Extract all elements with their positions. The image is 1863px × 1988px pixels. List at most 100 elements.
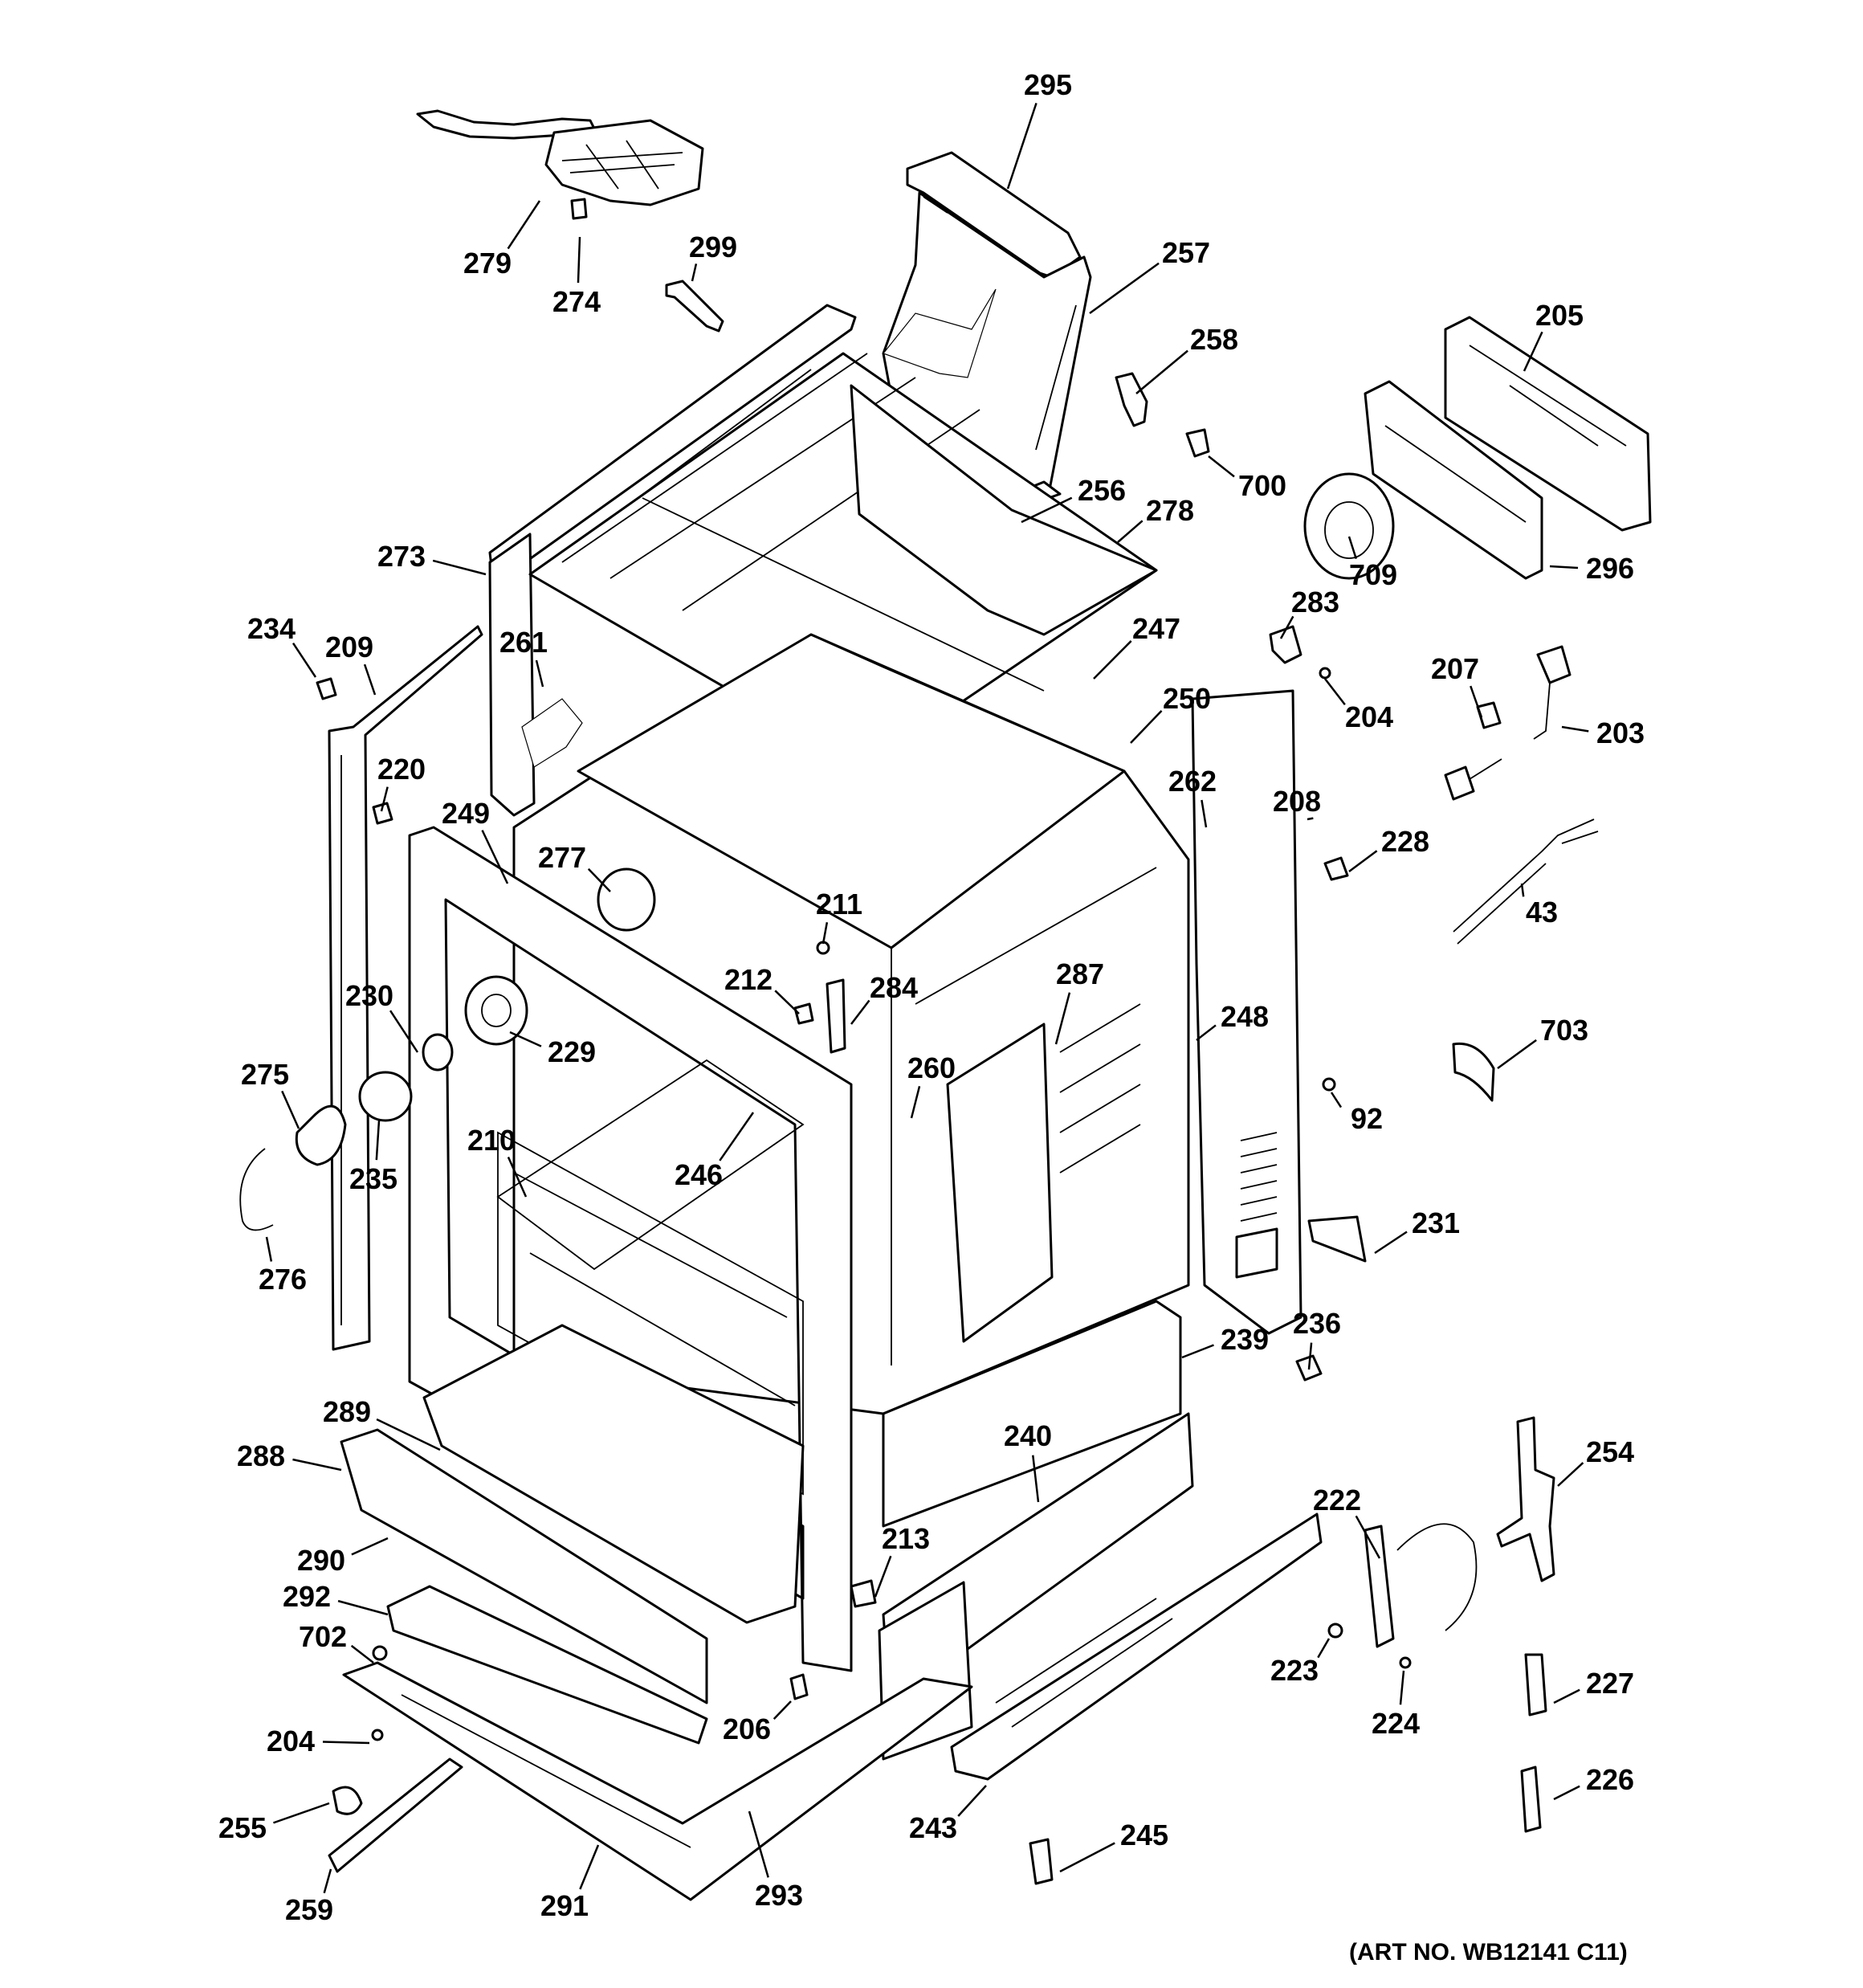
- door-latch-part: [416, 109, 704, 220]
- bottom-panels-part: [328, 1324, 973, 1901]
- callout-224: 224: [1372, 1707, 1420, 1740]
- callout-261: 261: [499, 626, 548, 659]
- leader-283: [1279, 615, 1294, 639]
- leader-203: [1561, 725, 1589, 733]
- leader-204b: [322, 1741, 370, 1745]
- leader-702: [350, 1644, 374, 1663]
- leader-275: [281, 1090, 300, 1129]
- callout-205: 205: [1535, 299, 1584, 332]
- leader-260: [910, 1085, 921, 1119]
- callout-284: 284: [870, 971, 918, 1004]
- callout-223: 223: [1270, 1654, 1319, 1687]
- callout-203: 203: [1596, 716, 1645, 749]
- leader-228: [1348, 850, 1378, 873]
- callout-709: 709: [1349, 558, 1397, 591]
- callout-291: 291: [540, 1889, 589, 1922]
- callout-231: 231: [1412, 1206, 1460, 1239]
- leader-279: [507, 200, 541, 250]
- leader-273: [432, 559, 487, 576]
- callout-259: 259: [285, 1893, 333, 1926]
- callout-296: 296: [1586, 552, 1634, 585]
- callout-245: 245: [1120, 1819, 1168, 1851]
- callout-279: 279: [463, 247, 512, 280]
- callout-255: 255: [218, 1811, 267, 1844]
- leader-254: [1557, 1462, 1584, 1487]
- leader-293: [748, 1810, 769, 1878]
- right-hardware-part: [1295, 1042, 1495, 1382]
- burner-ring-part: [1303, 472, 1395, 580]
- leader-261: [535, 659, 544, 688]
- callout-211: 211: [816, 888, 862, 921]
- small-fasteners-part: [793, 941, 846, 1054]
- leader-245: [1059, 1842, 1115, 1873]
- leader-240: [1032, 1455, 1040, 1503]
- callout-92: 92: [1351, 1102, 1383, 1135]
- leader-290: [351, 1537, 389, 1556]
- callout-43: 43: [1526, 896, 1558, 929]
- leader-299: [691, 263, 698, 282]
- callout-289: 289: [323, 1395, 371, 1428]
- leader-213: [874, 1555, 892, 1598]
- callout-leaders: [265, 102, 1589, 1894]
- leader-709: [1347, 536, 1357, 560]
- callout-240: 240: [1004, 1419, 1052, 1452]
- callout-230: 230: [345, 979, 393, 1012]
- callout-700: 700: [1238, 469, 1286, 502]
- leader-255: [273, 1802, 330, 1824]
- leader-295: [1006, 102, 1037, 190]
- right-side-panel-part: [1191, 689, 1302, 1335]
- callout-287: 287: [1056, 957, 1104, 990]
- callout-249: 249: [442, 797, 490, 830]
- leader-236: [1307, 1342, 1313, 1370]
- leader-703: [1497, 1039, 1537, 1070]
- callout-246: 246: [675, 1158, 723, 1191]
- callout-248: 248: [1221, 1000, 1269, 1033]
- leader-246: [719, 1112, 755, 1161]
- oven-light-part: [239, 975, 528, 1231]
- leader-287: [1054, 992, 1071, 1045]
- leader-227: [1553, 1688, 1580, 1704]
- electrical-components-part: [1269, 625, 1599, 945]
- callout-206: 206: [723, 1712, 771, 1745]
- callout-207: 207: [1431, 652, 1479, 685]
- callout-299: 299: [689, 231, 737, 263]
- callout-293: 293: [755, 1879, 803, 1912]
- callout-260: 260: [907, 1051, 956, 1084]
- leader-284: [850, 999, 870, 1025]
- clip-700-part: [1185, 428, 1210, 458]
- leader-291: [579, 1844, 600, 1890]
- side-trim-part: [316, 625, 483, 1351]
- leader-204a: [1324, 678, 1346, 705]
- leader-259: [323, 1868, 332, 1894]
- callout-229: 229: [548, 1035, 596, 1068]
- callout-212: 212: [724, 963, 773, 996]
- heat-shield-side-part: [946, 1003, 1141, 1343]
- callout-222: 222: [1313, 1484, 1361, 1517]
- leader-206: [773, 1700, 792, 1720]
- leader-224: [1399, 1670, 1405, 1705]
- art-number: (ART NO. WB12141 C11): [1349, 1939, 1628, 1966]
- leader-209: [363, 663, 377, 696]
- leader-226: [1553, 1785, 1580, 1801]
- callout-257: 257: [1162, 236, 1210, 269]
- oven-rack-part: [496, 1059, 805, 1271]
- callout-254: 254: [1586, 1435, 1634, 1468]
- callout-274: 274: [552, 285, 601, 318]
- callout-239: 239: [1221, 1323, 1269, 1356]
- callout-273: 273: [377, 540, 426, 573]
- leader-257: [1089, 262, 1160, 315]
- callout-277: 277: [538, 841, 586, 874]
- top-frame-part: [488, 304, 857, 817]
- leader-220: [380, 786, 389, 812]
- leader-211: [821, 921, 829, 945]
- callout-256: 256: [1078, 474, 1126, 507]
- callout-228: 228: [1381, 825, 1429, 858]
- leader-296: [1549, 565, 1579, 569]
- callout-226: 226: [1586, 1763, 1634, 1796]
- leader-205: [1523, 331, 1543, 372]
- callout-209: 209: [325, 631, 373, 663]
- callout-702: 702: [299, 1620, 347, 1653]
